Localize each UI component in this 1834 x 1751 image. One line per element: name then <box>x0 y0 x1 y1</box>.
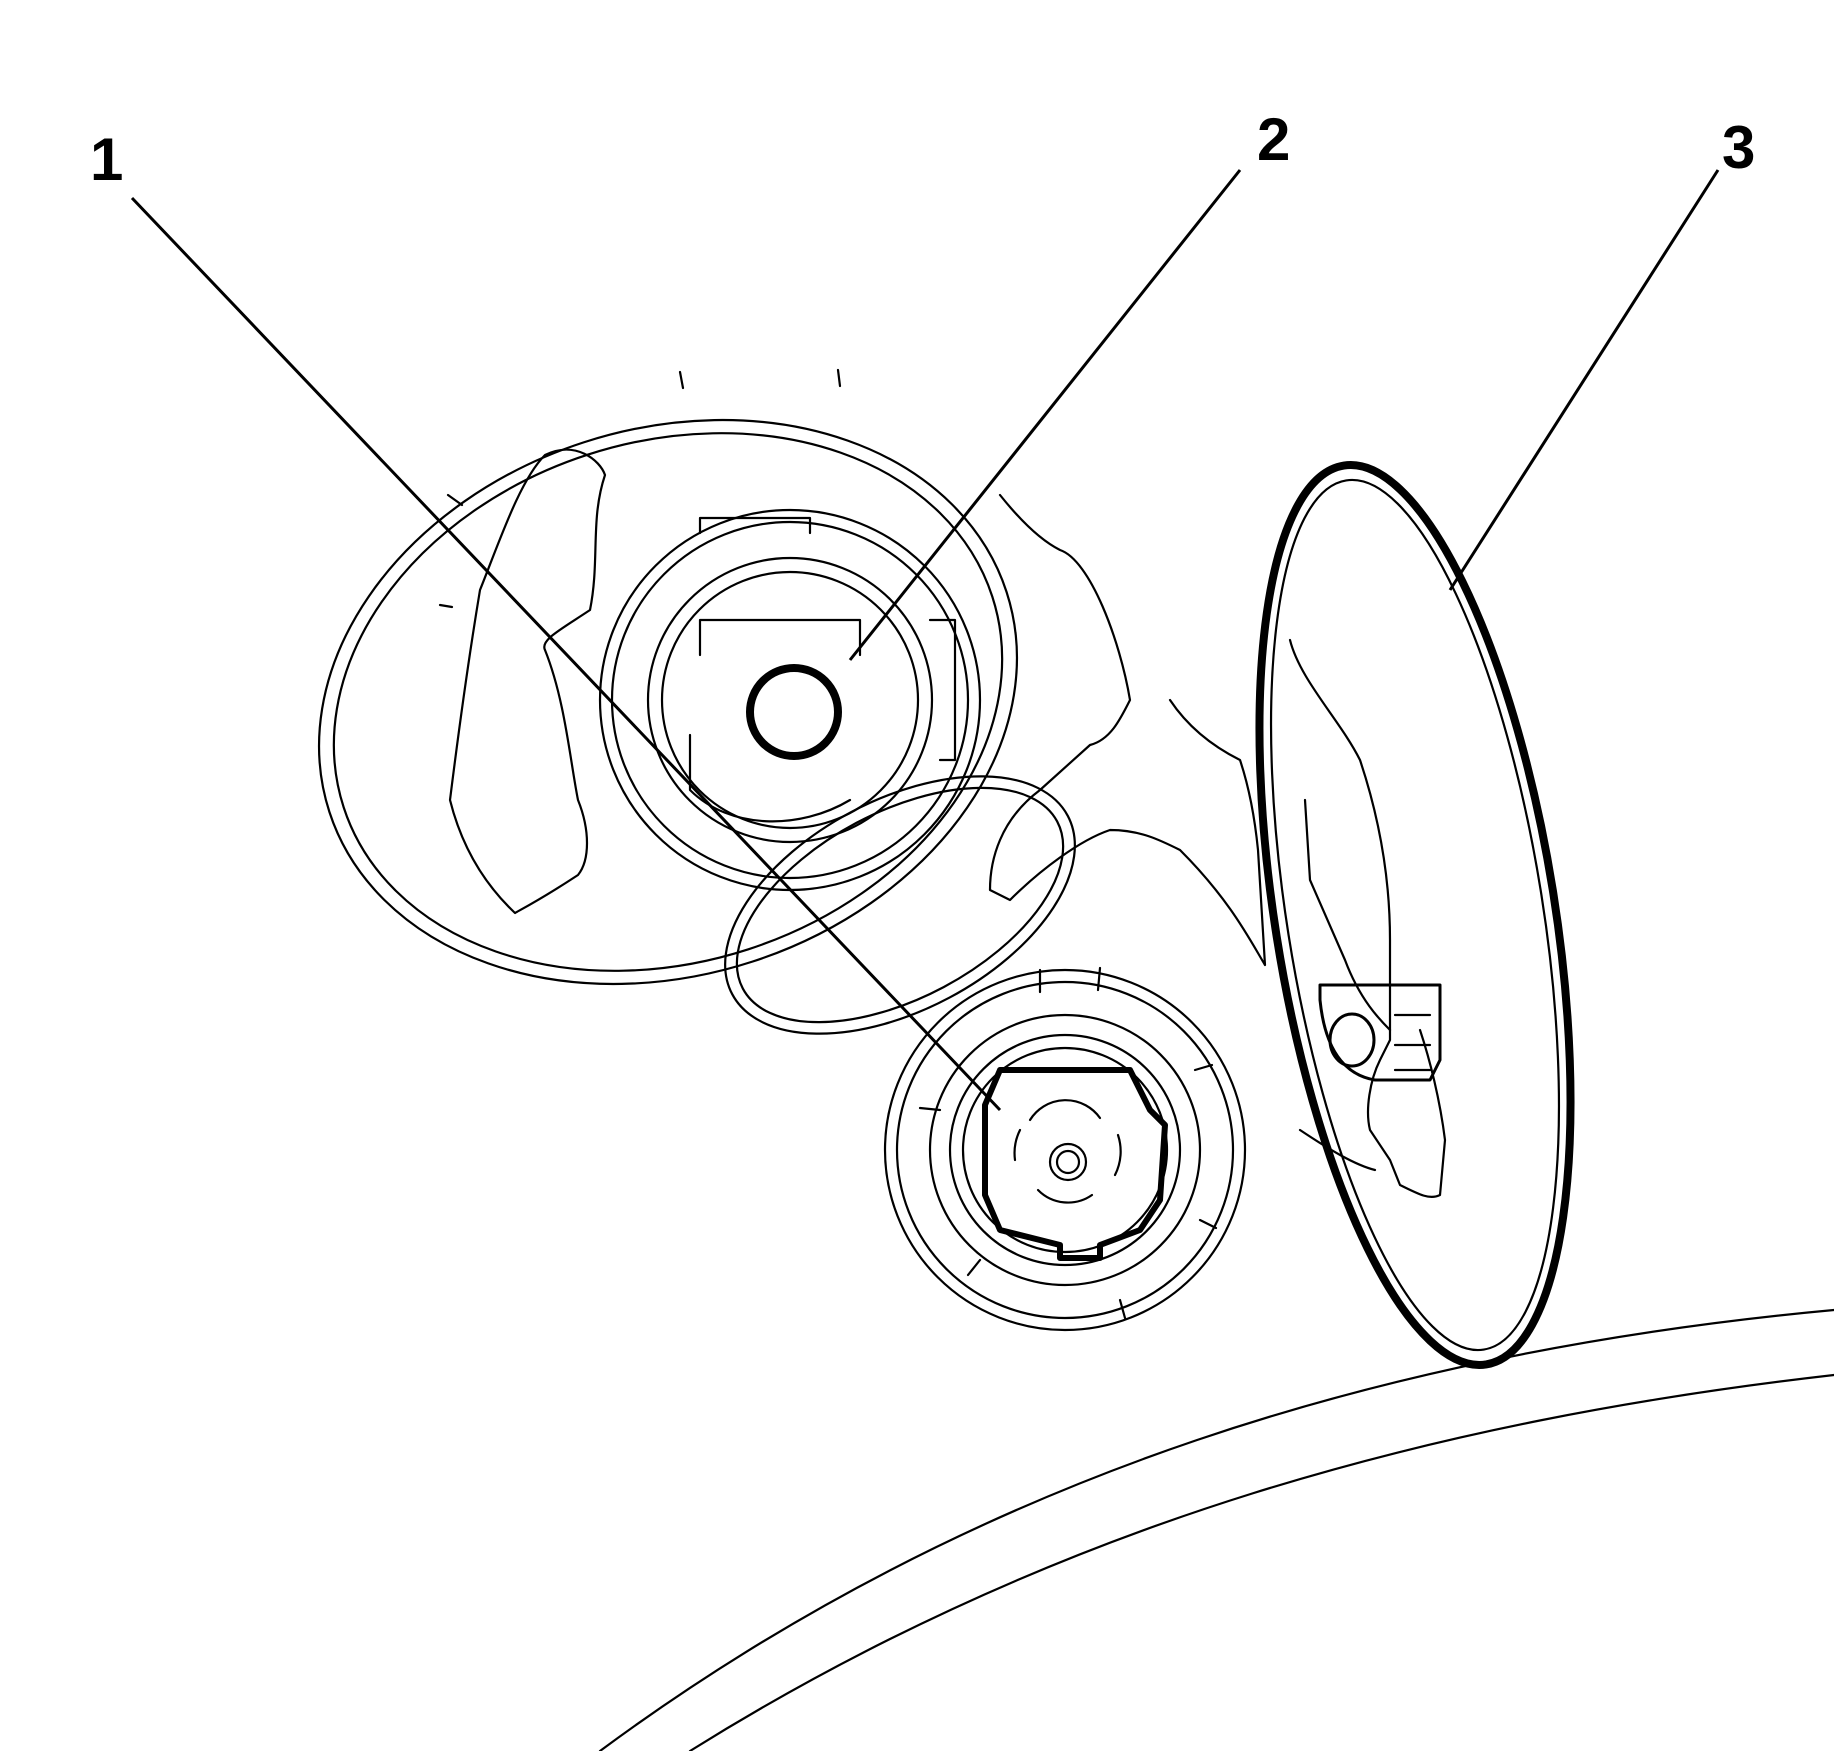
callouts: 1 2 3 <box>90 106 1755 193</box>
lamp-lens-bracket <box>1255 461 1575 1369</box>
upper-bulb <box>746 664 842 760</box>
upper-bulb-socket <box>598 508 982 892</box>
body-panel-curves <box>598 1308 1834 1751</box>
leader-line-1 <box>130 196 1002 1112</box>
leader-line-2 <box>848 169 1242 661</box>
socket-gasket <box>724 775 1076 1035</box>
lamp-housing <box>317 368 1267 986</box>
callout-1: 1 <box>90 126 123 193</box>
lower-bulb-socket <box>883 966 1247 1332</box>
callout-3: 3 <box>1722 114 1755 181</box>
callout-2: 2 <box>1257 106 1290 173</box>
leader-lines <box>130 169 1720 1112</box>
leader-line-3 <box>1448 169 1720 591</box>
